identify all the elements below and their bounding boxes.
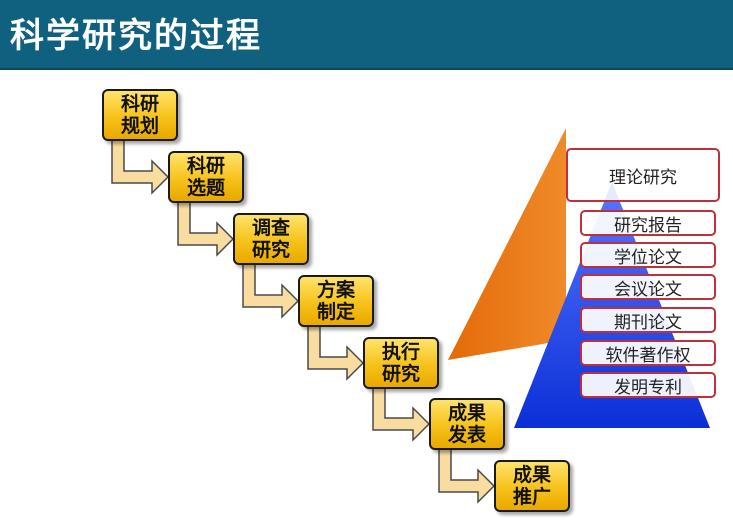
connector-arrow bbox=[177, 200, 235, 257]
step-box: 调查研究 bbox=[233, 213, 309, 265]
orange-triangle bbox=[448, 128, 566, 360]
output-item: 研究报告 bbox=[580, 210, 716, 236]
blue-triangle bbox=[514, 182, 710, 428]
output-item: 会议论文 bbox=[580, 274, 716, 300]
step-box: 成果发表 bbox=[429, 398, 505, 450]
step-label: 调查研究 bbox=[251, 217, 290, 261]
output-item: 学位论文 bbox=[580, 242, 716, 268]
step-label: 方案制定 bbox=[316, 279, 355, 323]
connector-arrow bbox=[372, 386, 431, 442]
step-box: 方案制定 bbox=[298, 275, 374, 327]
header-divider bbox=[0, 68, 733, 70]
connector-arrow bbox=[111, 138, 170, 195]
output-item: 发明专利 bbox=[580, 372, 716, 398]
connector-arrow bbox=[438, 447, 496, 504]
page-title: 科学研究的过程 bbox=[10, 16, 262, 56]
step-label: 成果推广 bbox=[512, 464, 551, 508]
step-box: 成果推广 bbox=[494, 460, 570, 512]
step-label: 执行研究 bbox=[381, 341, 420, 385]
step-label: 科研选题 bbox=[186, 155, 225, 199]
step-box: 执行研究 bbox=[363, 337, 439, 389]
step-box: 科研规划 bbox=[102, 89, 178, 141]
output-item: 期刊论文 bbox=[580, 307, 716, 333]
step-box: 科研选题 bbox=[168, 151, 244, 203]
step-label: 成果发表 bbox=[447, 402, 486, 446]
output-item: 理论研究 bbox=[566, 148, 720, 202]
output-item: 软件著作权 bbox=[580, 340, 716, 366]
connector-arrow bbox=[307, 324, 365, 381]
connector-arrow bbox=[242, 262, 300, 319]
step-label: 科研规划 bbox=[120, 93, 159, 137]
header-bar: 科学研究的过程 bbox=[0, 0, 733, 68]
